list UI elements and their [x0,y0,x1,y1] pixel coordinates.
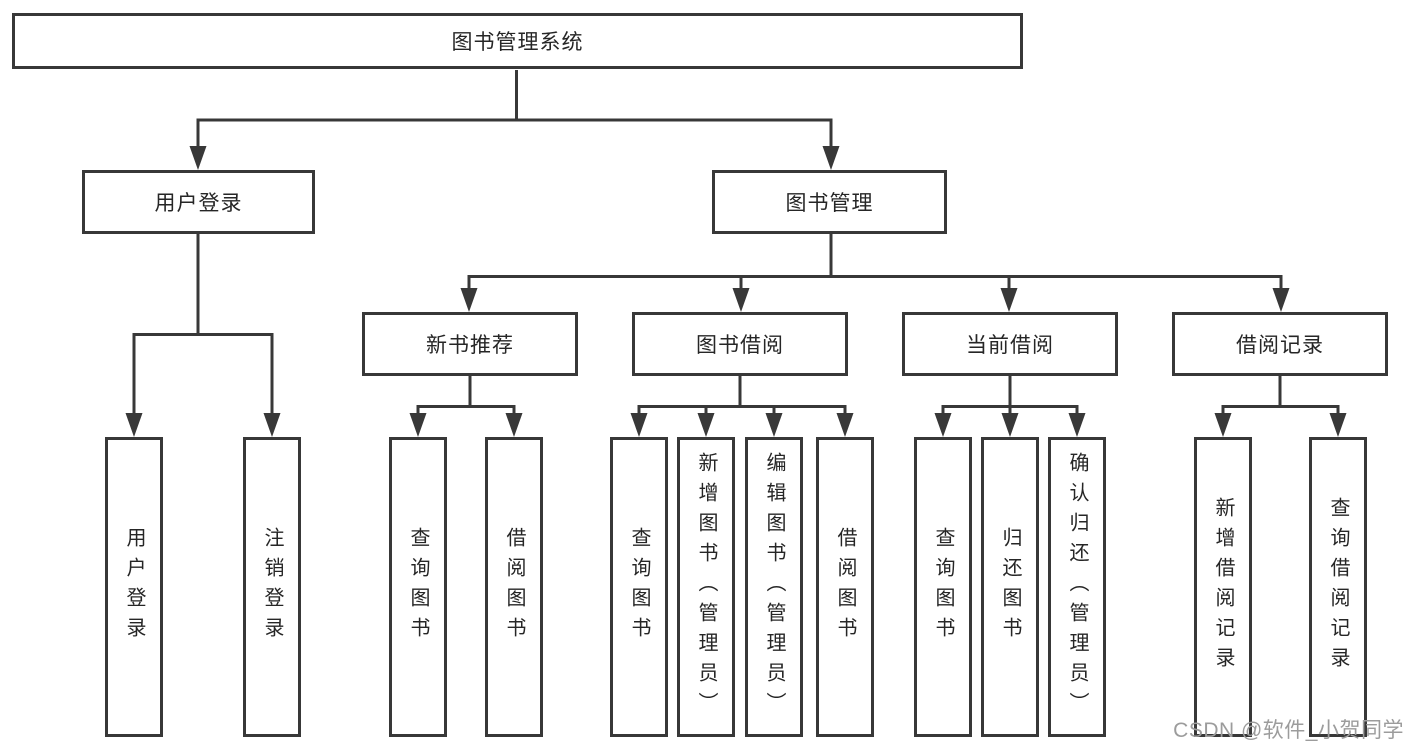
node-user-login: 用户登录 [82,170,315,234]
arrow-down-icons [125,146,1347,437]
leaf-query-borrow-record: 查询借阅记录 [1309,437,1367,737]
leaf-label: 借阅图书 [834,527,856,647]
node-label: 新书推荐 [426,334,514,357]
node-label: 用户登录 [154,192,243,215]
leaf-add-borrow-record: 新增借阅记录 [1194,437,1252,737]
node-label: 图书借阅 [696,334,784,357]
leaf-label: 注销登录 [261,527,283,647]
node-book-management: 图书管理 [712,170,947,234]
leaf-label: 新增借阅记录 [1212,497,1234,677]
csdn-watermark: CSDN @软件_小贺同学 [1173,719,1404,742]
leaf-query-book-current: 查询图书 [914,437,972,737]
leaf-borrow-book-recommend: 借阅图书 [485,437,543,737]
node-current-borrow: 当前借阅 [902,312,1118,376]
leaf-logout: 注销登录 [243,437,301,737]
leaf-label: 查询图书 [932,527,954,647]
leaf-label: 查询图书 [628,527,650,647]
node-label: 图书管理系统 [451,31,584,54]
leaf-label: 归还图书 [999,527,1021,647]
leaf-user-login: 用户登录 [105,437,163,737]
node-borrow-records: 借阅记录 [1172,312,1388,376]
node-new-book-recommend: 新书推荐 [362,312,578,376]
leaf-borrow-book: 借阅图书 [816,437,874,737]
leaf-label: 借阅图书 [503,527,525,647]
leaf-label: 确认归还（管理员） [1066,452,1088,722]
node-label: 图书管理 [785,192,874,215]
leaf-return-book: 归还图书 [981,437,1039,737]
node-label: 借阅记录 [1236,334,1324,357]
node-library-management-system: 图书管理系统 [12,13,1023,69]
leaf-add-book-admin: 新增图书（管理员） [677,437,735,737]
node-label: 当前借阅 [966,334,1054,357]
leaf-label: 用户登录 [123,527,145,647]
leaf-confirm-return-admin: 确认归还（管理员） [1048,437,1106,737]
leaf-label: 查询图书 [407,527,429,647]
leaf-query-book-recommend: 查询图书 [389,437,447,737]
leaf-label: 查询借阅记录 [1327,497,1349,677]
leaf-label: 新增图书（管理员） [695,452,717,722]
leaf-edit-book-admin: 编辑图书（管理员） [745,437,803,737]
leaf-label: 编辑图书（管理员） [763,452,785,722]
leaf-query-book-borrow: 查询图书 [610,437,668,737]
node-book-borrow: 图书借阅 [632,312,848,376]
